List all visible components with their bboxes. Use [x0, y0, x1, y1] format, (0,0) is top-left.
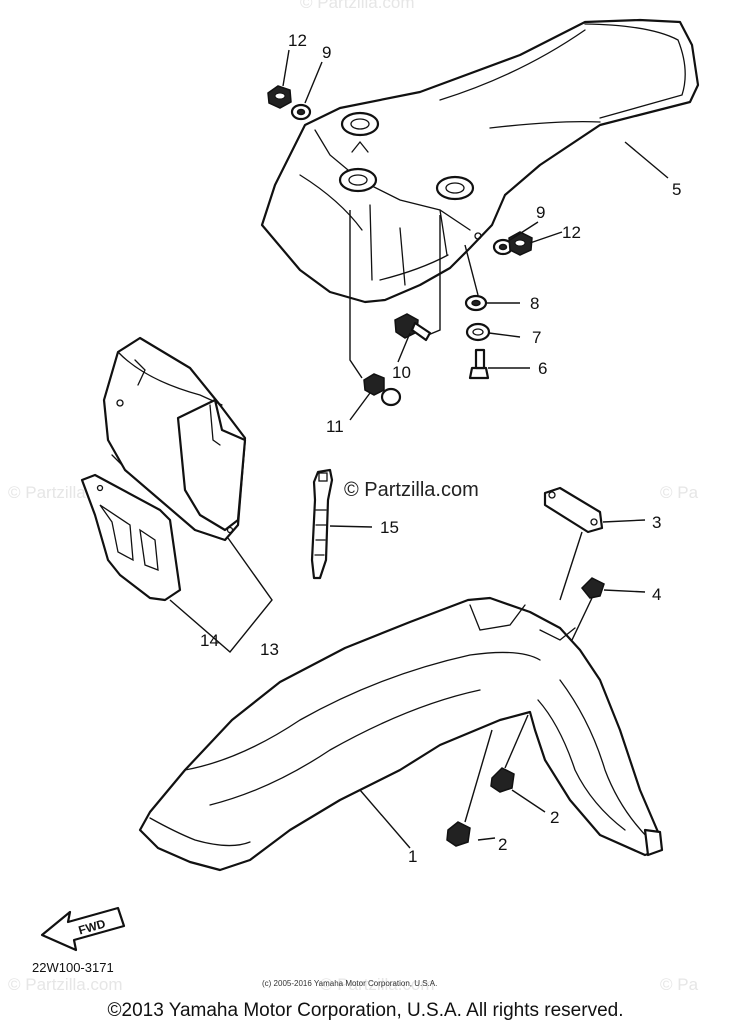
callout-9-right: 9 [536, 203, 545, 222]
watermark-top: © Partzilla.com [300, 0, 415, 12]
callout-12-right: 12 [562, 223, 581, 242]
watermark-bottom-center: © Partzilla.com [320, 975, 435, 994]
callout-13: 13 [260, 640, 279, 659]
leader-lines [169, 49, 669, 849]
callout-1: 1 [408, 847, 417, 866]
drawing-code: 22W100-3171 [32, 960, 114, 975]
small-copyright: (c) 2005-2016 Yamaha Motor Corporation, … [262, 979, 437, 988]
callout-2-left: 2 [498, 835, 507, 854]
callout-4: 4 [652, 585, 661, 604]
forward-arrow-icon: FWD [40, 906, 126, 952]
cover-part-13 [102, 336, 247, 542]
partzilla-watermark: © Partzilla.com [344, 479, 479, 501]
clamps-part-2 [446, 767, 515, 847]
callout-3: 3 [652, 513, 661, 532]
callout-14: 14 [200, 631, 219, 650]
watermark-right: © Pa [660, 483, 699, 502]
callout-2-right: 2 [550, 808, 559, 827]
rear-fender-part-5 [260, 18, 700, 304]
copyright-footer: ©2013 Yamaha Motor Corporation, U.S.A. A… [107, 1000, 624, 1021]
callout-10: 10 [392, 363, 411, 382]
callout-15: 15 [380, 518, 399, 537]
callout-8: 8 [530, 294, 539, 313]
callout-11: 11 [326, 417, 344, 436]
callout-12-top: 12 [288, 31, 307, 50]
watermark-bottom-left: © Partzilla.com [8, 975, 123, 994]
cable-tie-part-15 [310, 468, 334, 580]
callouts: 12 9 5 9 12 8 7 6 10 11 15 3 4 14 13 1 2… [200, 31, 681, 866]
watermark-bottom-right: © Pa [660, 975, 699, 994]
callout-9-top: 9 [322, 43, 331, 62]
callout-6: 6 [538, 359, 547, 378]
brace-part-3 [543, 486, 604, 534]
callout-5: 5 [672, 180, 681, 199]
front-fender-part-1 [138, 596, 664, 872]
callout-7: 7 [532, 328, 541, 347]
plate-part-14 [80, 473, 182, 602]
nut-part-4 [580, 577, 605, 599]
